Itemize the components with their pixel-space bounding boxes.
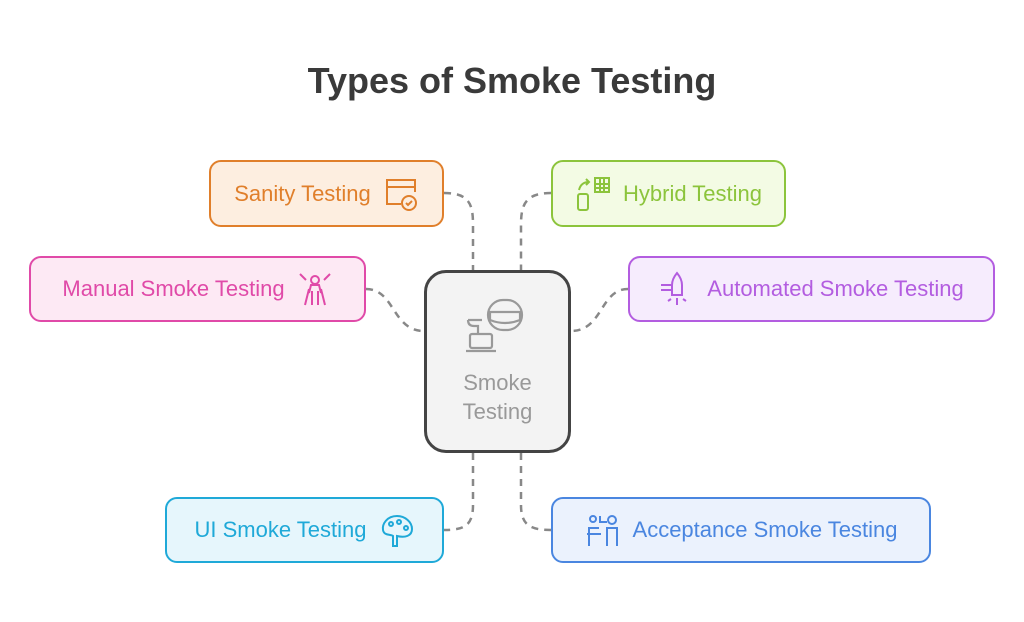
node-label: Manual Smoke Testing — [62, 276, 285, 301]
node-automated-smoke-testing: Automated Smoke Testing — [628, 256, 995, 322]
browser-check-icon — [385, 178, 417, 211]
person-arrows-icon — [298, 273, 331, 306]
vr-headset-laptop-icon — [465, 298, 523, 352]
node-manual-smoke-testing: Manual Smoke Testing — [29, 256, 366, 322]
center-label-line2: Testing — [462, 398, 533, 424]
node-label: Automated Smoke Testing — [707, 276, 964, 301]
presenter-icon — [586, 515, 618, 546]
connector-ui — [443, 453, 475, 532]
phone-calculator-icon — [577, 176, 610, 211]
connector-acceptance — [519, 453, 552, 532]
node-label: Hybrid Testing — [623, 180, 762, 206]
node-label: Acceptance Smoke Testing — [632, 517, 898, 542]
diagram-title: Types of Smoke Testing — [307, 60, 717, 101]
node-ui-smoke-testing: UI Smoke Testing — [165, 497, 444, 563]
connector-manual — [365, 287, 425, 333]
node-label: UI Smoke Testing — [194, 517, 367, 542]
node-hybrid-testing: Hybrid Testing — [551, 160, 786, 227]
center-node: Smoke Testing — [424, 270, 571, 453]
connector-sanity — [443, 191, 475, 270]
connector-automated — [570, 287, 629, 333]
node-sanity-testing: Sanity Testing — [209, 160, 444, 227]
node-acceptance-smoke-testing: Acceptance Smoke Testing — [551, 497, 931, 563]
palette-icon — [381, 514, 413, 547]
node-label: Sanity Testing — [234, 180, 371, 206]
rocket-icon — [661, 271, 687, 305]
connector-hybrid — [519, 191, 552, 270]
center-label-line1: Smoke — [463, 369, 532, 395]
